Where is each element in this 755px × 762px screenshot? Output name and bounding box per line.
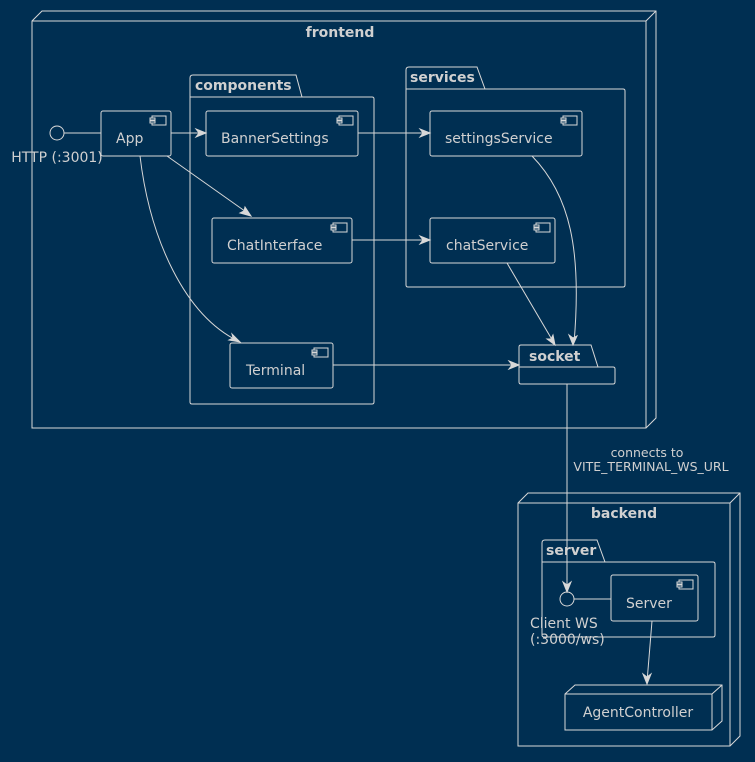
component-chat-service-label: chatService [446,238,528,254]
edge-chatservice-socket [506,262,555,344]
component-terminal[interactable]: Terminal [229,342,334,389]
component-icon [330,222,348,233]
interface-circle-icon [49,125,65,141]
arrowhead-icon [507,359,521,371]
arrowhead-icon [418,234,432,246]
interface-circle-icon [559,591,575,607]
component-settings-service-label: settingsService [445,131,553,147]
arrowhead-icon [194,127,208,139]
edge-app-terminal [139,155,239,342]
socket-package-label: socket [529,349,581,365]
component-chat-interface[interactable]: ChatInterface [211,217,353,264]
services-package-label: services [410,70,475,86]
edge-server-agentcontroller [646,620,653,683]
component-app-label: App [116,131,143,147]
arrowhead-icon [227,332,242,343]
component-icon [149,115,167,126]
arrowhead-icon [641,672,653,686]
frontend-node-label: frontend [306,25,375,41]
node-agent-controller-label: AgentController [583,705,694,721]
component-icon [560,115,578,126]
client-ws-label-line2: (:3000/ws) [530,632,605,648]
server-package-label: server [546,543,596,559]
node-agent-controller[interactable]: AgentController [564,684,723,731]
frontend-edges [139,127,579,371]
component-banner-settings[interactable]: BannerSettings [205,110,359,157]
component-app[interactable]: App [100,110,172,157]
component-chat-service[interactable]: chatService [429,217,556,264]
arrowhead-icon [418,127,432,139]
cross-edges: connects to VITE_TERMINAL_WS_URL [561,384,729,686]
arrowhead-icon [567,333,579,347]
backend-node-label: backend [591,506,657,522]
arrowhead-icon [561,580,573,594]
edge-settingsservice-socket [531,155,577,344]
edge-label-line2: VITE_TERMINAL_WS_URL [573,459,728,474]
edge-label-line1: connects to [611,445,684,460]
component-icon [676,579,694,590]
component-chat-interface-label: ChatInterface [227,238,322,254]
socket-package[interactable]: socket [518,344,616,385]
component-terminal-label: Terminal [245,363,305,379]
client-ws-interface[interactable]: Client WS (:3000/ws) [530,591,611,648]
http-interface-label: HTTP (:3001) [11,150,103,166]
component-server[interactable]: Server [610,574,699,622]
client-ws-label-line1: Client WS [530,616,598,632]
edge-app-chatinterface [166,155,250,215]
arrowhead-icon [545,333,556,347]
component-icon [336,115,354,126]
components-package-label: components [195,78,292,94]
component-icon [533,222,551,233]
component-settings-service[interactable]: settingsService [429,110,583,157]
component-server-label: Server [626,596,672,612]
component-icon [311,347,329,358]
component-banner-settings-label: BannerSettings [221,131,329,147]
arrowhead-icon [238,205,253,217]
http-interface[interactable]: HTTP (:3001) [11,125,103,166]
